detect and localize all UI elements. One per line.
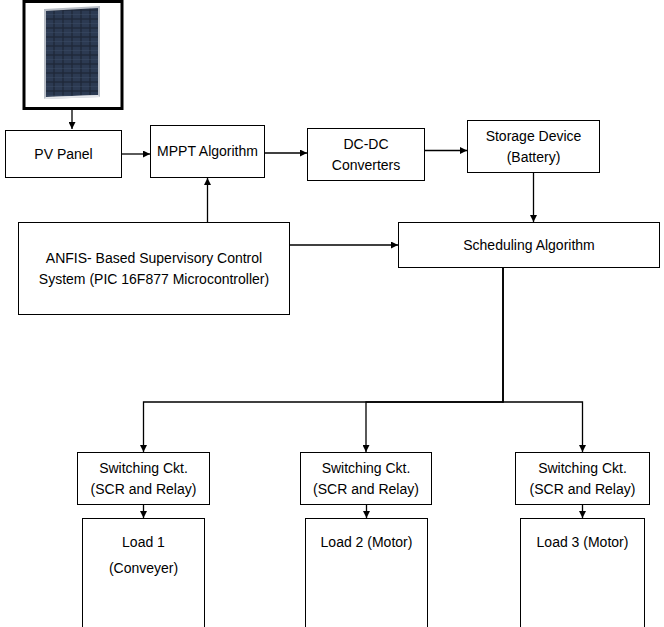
box-label: DC-DC Converters (314, 134, 418, 175)
load-box: Load 3 (Motor) (520, 518, 645, 627)
text-group: MPPT Algorithm (157, 141, 258, 161)
panel-arrow (71, 110, 72, 129)
flow-arrow (207, 178, 208, 222)
text-group: PV Panel (34, 144, 92, 164)
text-group: DC-DC Converters (314, 134, 418, 175)
box-label: Load 1 (Conveyer) (89, 529, 198, 581)
box-label: Switching Ckt. (SCR and Relay) (522, 458, 643, 499)
storage-box: Storage Device (Battery) (467, 120, 600, 173)
panel-edge (44, 95, 100, 99)
text-group: Load 1 (Conveyer) (89, 529, 198, 581)
load-box: Load 1 (Conveyer) (82, 518, 205, 627)
flow-arrow (582, 505, 583, 518)
panel-cells (46, 8, 98, 97)
switch-box: Switching Ckt. (SCR and Relay) (515, 452, 650, 505)
switch-box: Switching Ckt. (SCR and Relay) (77, 452, 210, 505)
text-group: Load 2 (Motor) (321, 529, 413, 555)
flow-arrow (533, 173, 534, 222)
box-label: Load 2 (Motor) (321, 529, 413, 555)
box-label: Scheduling Algorithm (463, 235, 595, 255)
flow-arrow (366, 505, 367, 518)
panel-frame (44, 6, 100, 99)
box-label: Switching Ckt. (SCR and Relay) (307, 458, 425, 499)
flow-arrow (122, 153, 150, 154)
box-label: Switching Ckt. (SCR and Relay) (84, 458, 203, 499)
text-group: ANFIS- Based Supervisory Control System … (25, 248, 283, 289)
flow-arrow (290, 244, 398, 245)
box-label: Load 3 (Motor) (537, 529, 629, 555)
controller-box: ANFIS- Based Supervisory Control System … (18, 222, 290, 315)
flow-arrow (425, 150, 467, 151)
flow-arrow (366, 268, 503, 452)
text-group: Storage Device (Battery) (474, 126, 593, 167)
box-label: PV Panel (34, 144, 92, 164)
box-label: MPPT Algorithm (157, 141, 258, 161)
flow-arrow (143, 505, 144, 518)
illustration-frame (24, 2, 122, 109)
text-group: Scheduling Algorithm (463, 235, 595, 255)
source-box: PV Panel (5, 130, 122, 178)
box-label: ANFIS- Based Supervisory Control System … (25, 248, 283, 289)
text-group: Switching Ckt. (SCR and Relay) (84, 458, 203, 499)
text-group: Switching Ckt. (SCR and Relay) (522, 458, 643, 499)
process-box: DC-DC Converters (307, 128, 425, 181)
text-group: Load 3 (Motor) (537, 529, 629, 555)
load-box: Load 2 (Motor) (305, 518, 428, 627)
flow-arrow (503, 268, 583, 452)
text-group: Switching Ckt. (SCR and Relay) (307, 458, 425, 499)
flow-arrow (265, 152, 307, 153)
switch-box: Switching Ckt. (SCR and Relay) (300, 452, 432, 505)
process-box: Scheduling Algorithm (398, 222, 660, 268)
box-label: Storage Device (Battery) (474, 126, 593, 167)
process-box: MPPT Algorithm (150, 125, 265, 178)
